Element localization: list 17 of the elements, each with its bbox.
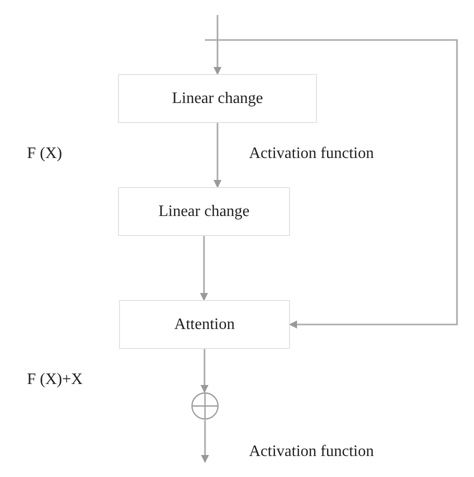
arrow: [200, 236, 208, 301]
process-box: [119, 300, 290, 349]
arrow: [201, 420, 209, 463]
annotation-label: Activation function: [249, 145, 374, 163]
arrow: [214, 123, 222, 188]
annotation-label: F (X)+X: [27, 371, 83, 389]
annotation-label: Activation function: [249, 443, 374, 461]
annotation-label: F (X): [27, 145, 62, 163]
box-label: Linear change: [172, 90, 264, 108]
box-label: Attention: [174, 316, 235, 334]
box-label: Linear change: [158, 202, 250, 220]
process-box: [118, 74, 317, 123]
arrow: [214, 15, 222, 75]
arrow: [205, 39, 458, 328]
sum-symbol: [191, 392, 219, 420]
arrow: [200, 349, 208, 393]
process-box: [118, 187, 290, 236]
